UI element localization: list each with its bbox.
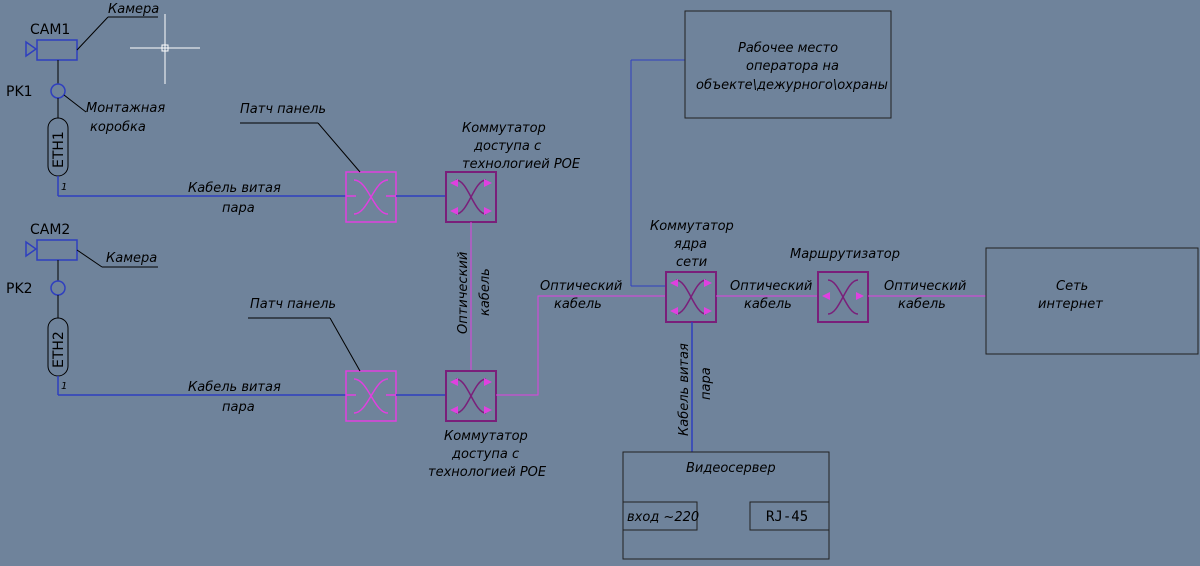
eth-1-port: 1 xyxy=(61,182,67,193)
switch-1-label-line2: доступа с xyxy=(473,139,541,154)
mount-box-2-label: PK2 xyxy=(6,281,33,297)
camera-1: CAM1 Камера PK1 Монтажная коробка ETH1 1 xyxy=(6,2,165,196)
patch-panel-2-label: Патч панель xyxy=(250,297,336,312)
camera-2-note: Камера xyxy=(106,251,157,266)
patch-panel-1-label: Патч панель xyxy=(240,102,326,117)
cable-1-label-line1: Кабель витая xyxy=(188,181,281,196)
mount-box-1-label: PK1 xyxy=(6,84,33,100)
patch-panel-1 xyxy=(345,171,397,223)
optic3-label-line1: Оптический xyxy=(730,279,812,294)
cable-1-label-line2: пара xyxy=(222,201,255,216)
cable-2-label-line1: Кабель витая xyxy=(188,380,281,395)
internet-line1: Сеть xyxy=(1056,279,1088,294)
mount-box-1-icon xyxy=(50,83,66,99)
server-power-input: вход ~220 xyxy=(627,510,699,525)
eth-2-port: 1 xyxy=(61,381,67,392)
switch-2-label-line1: Коммутатор xyxy=(444,429,528,444)
operator-workstation-box xyxy=(684,10,892,119)
cable-2-label-line2: пара xyxy=(222,400,255,415)
optic-cable-to-core xyxy=(496,295,666,396)
core-label-line3: сети xyxy=(676,255,707,270)
camera-1-label: CAM1 xyxy=(30,22,70,38)
operator-line3: объекте\дежурного\охраны xyxy=(696,78,888,93)
core-switch xyxy=(665,271,717,323)
switch-1-label-line1: Коммутатор xyxy=(462,121,546,136)
eth-1-label: ETH1 xyxy=(51,131,67,168)
optic2-label-line2: кабель xyxy=(554,297,602,312)
optic-vert-label-line2: кабель xyxy=(478,268,493,316)
optic4-label-line2: кабель xyxy=(898,297,946,312)
camera-2: CAM2 Камера PK2 ETH2 1 xyxy=(6,222,158,395)
eth-2-label: ETH2 xyxy=(51,331,67,368)
poe-switch-2 xyxy=(445,370,497,422)
crosshair-cursor-icon xyxy=(130,14,200,84)
server-cable-label-line2: пара xyxy=(699,367,714,400)
camera-icon xyxy=(25,39,78,61)
router xyxy=(817,271,869,323)
router-label: Маршрутизатор xyxy=(790,247,900,262)
server-rj45-box xyxy=(749,501,830,531)
core-label-line1: Коммутатор xyxy=(650,219,734,234)
operator-line2: оператора на xyxy=(746,59,839,74)
operator-line1: Рабочее место xyxy=(738,41,838,56)
patch-panel-2 xyxy=(345,370,397,422)
internet-line2: интернет xyxy=(1038,297,1103,312)
poe-switch-1 xyxy=(445,171,497,223)
server-power-input-box xyxy=(622,501,698,531)
mount-box-2-icon xyxy=(50,280,66,296)
switch-2-label-line3: технологией POE xyxy=(428,465,547,480)
video-server-title: Видеосервер xyxy=(686,461,776,476)
switch-1-label-line3: технологией POE xyxy=(462,157,581,172)
optic3-label-line2: кабель xyxy=(744,297,792,312)
mount-box-note-line2: коробка xyxy=(90,120,146,135)
camera-1-note: Камера xyxy=(108,2,159,17)
optic-vert-label-line1: Оптический xyxy=(456,252,471,334)
server-cable-label-line1: Кабель витая xyxy=(677,343,692,436)
server-rj45-port: RJ-45 xyxy=(766,509,808,525)
camera-1-note-leader xyxy=(76,16,109,51)
camera-icon xyxy=(25,239,78,261)
internet-box xyxy=(985,247,1199,355)
optic4-label-line1: Оптический xyxy=(884,279,966,294)
camera-2-label: CAM2 xyxy=(30,222,70,238)
optic2-label-line1: Оптический xyxy=(540,279,622,294)
core-label-line2: ядра xyxy=(674,237,707,252)
switch-2-label-line2: доступа с xyxy=(451,447,519,462)
mount-box-note-line1: Монтажная xyxy=(86,101,165,116)
